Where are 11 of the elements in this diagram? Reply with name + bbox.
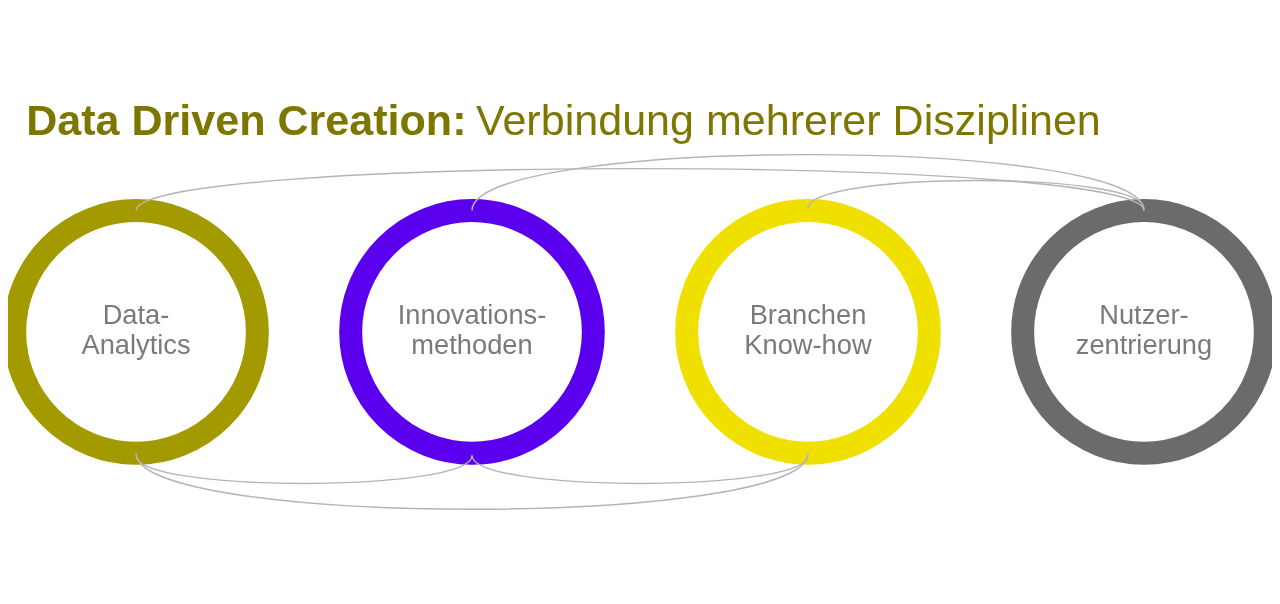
node-circle: Innovations- methoden [339,198,605,465]
connector [471,153,1145,211]
connector [471,454,809,484]
node-circle: Data- Analytics [8,198,269,465]
diagram-title: Data Driven Creation: Verbindung mehrerer Disziplinen [26,95,1101,144]
connector [135,452,809,510]
node-circle: Branchen Know-how [675,198,941,465]
connector [135,454,473,484]
connector [135,167,1145,211]
connector [807,179,1145,209]
node-circle: Nutzer- zentrierung [1011,198,1272,465]
